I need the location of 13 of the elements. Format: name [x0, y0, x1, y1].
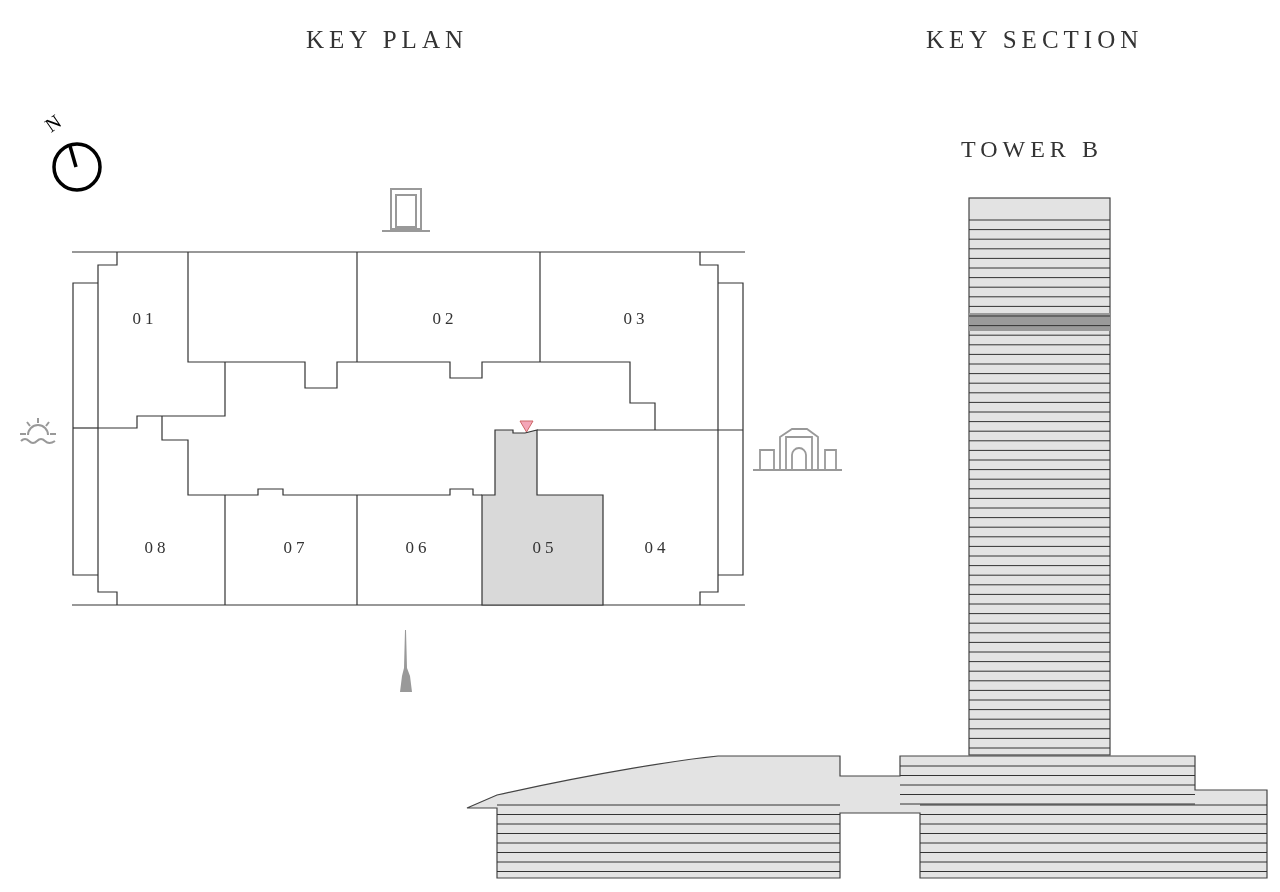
section-heading: KEY PLAN — [306, 26, 468, 54]
unit-number: 03 — [623, 309, 649, 329]
unit-number: 08 — [144, 538, 170, 558]
section-heading: KEY SECTION — [926, 26, 1144, 54]
unit-number: 06 — [405, 538, 431, 558]
unit-number: 04 — [644, 538, 670, 558]
unit-number: 05 — [532, 538, 558, 558]
north-letter: N — [40, 109, 66, 138]
unit-number: 01 — [132, 309, 158, 329]
selected-unit — [482, 428, 603, 605]
tower-name: TOWER B — [961, 136, 1103, 163]
unit-number: 02 — [432, 309, 458, 329]
unit-number: 07 — [283, 538, 309, 558]
